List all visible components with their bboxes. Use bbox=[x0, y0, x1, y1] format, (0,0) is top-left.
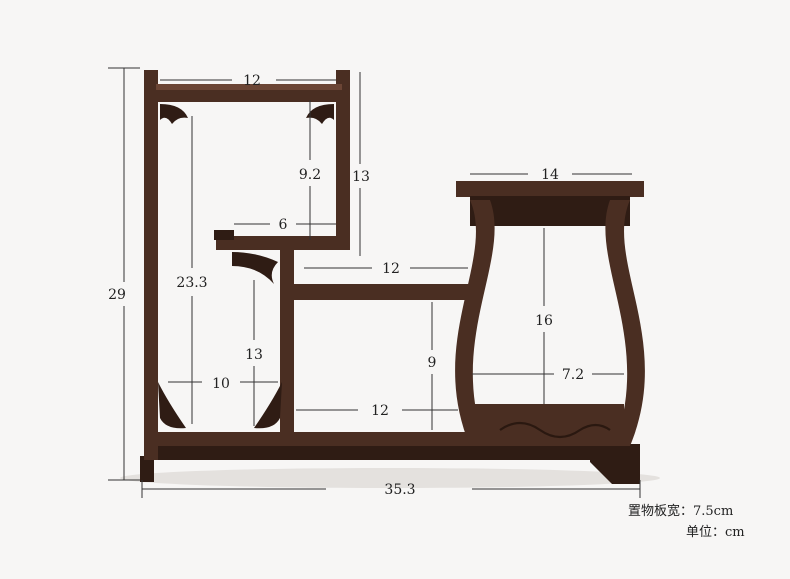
carving-small-shelf bbox=[232, 252, 278, 284]
unit-note: 单位：cm bbox=[686, 525, 745, 540]
dimension-labels: 12 9.2 13 14 6 12 23.3 29 16 13 9 10 12 … bbox=[108, 73, 584, 498]
dim-top-width: 12 bbox=[243, 73, 261, 89]
upper-right-post bbox=[336, 70, 350, 250]
dim-lower-middle-width: 12 bbox=[371, 403, 389, 419]
dim-upper-side-height: 13 bbox=[352, 169, 370, 185]
dim-right-top-width: 14 bbox=[541, 167, 559, 183]
dim-overall-height: 29 bbox=[108, 287, 126, 303]
carving-lower-middle bbox=[254, 382, 282, 429]
base-rail bbox=[144, 444, 640, 460]
carving-top-left bbox=[160, 104, 188, 124]
dim-middle-gap-height: 9 bbox=[428, 355, 437, 371]
dim-lower-inner-height: 13 bbox=[245, 347, 263, 363]
dim-right-inner-width: 7.2 bbox=[562, 367, 584, 383]
left-foot bbox=[140, 456, 154, 482]
floor-shadow bbox=[120, 468, 660, 488]
carving-lower-left bbox=[158, 382, 186, 429]
top-rail bbox=[152, 88, 344, 102]
wooden-display-stand bbox=[140, 70, 645, 484]
shelf-width-note: 置物板宽：7.5cm bbox=[628, 504, 734, 519]
middle-post bbox=[280, 250, 294, 446]
dim-small-shelf-width: 6 bbox=[279, 217, 288, 233]
right-column-left-leg bbox=[455, 200, 495, 446]
right-bottom-carving bbox=[499, 421, 611, 439]
right-foot bbox=[590, 444, 640, 484]
small-shelf bbox=[216, 236, 344, 250]
dim-top-shelf-drop: 9.2 bbox=[299, 167, 321, 183]
dim-inner-left-height: 23.3 bbox=[176, 275, 207, 291]
dim-right-column-height: 16 bbox=[535, 313, 553, 329]
right-top-apron bbox=[470, 196, 630, 226]
dim-overall-width: 35.3 bbox=[384, 482, 415, 498]
small-shelf-edge bbox=[214, 230, 234, 240]
top-panel bbox=[156, 84, 342, 90]
dim-lower-left-width: 10 bbox=[212, 376, 230, 392]
middle-shelf bbox=[292, 284, 472, 300]
dimension-lines bbox=[108, 67, 641, 498]
right-top-board bbox=[456, 181, 644, 197]
left-post bbox=[144, 70, 158, 460]
carving-top-right bbox=[306, 104, 334, 124]
dim-middle-shelf-width: 12 bbox=[382, 261, 400, 277]
bottom-shelf bbox=[150, 432, 480, 446]
right-column-right-leg bbox=[605, 200, 645, 446]
